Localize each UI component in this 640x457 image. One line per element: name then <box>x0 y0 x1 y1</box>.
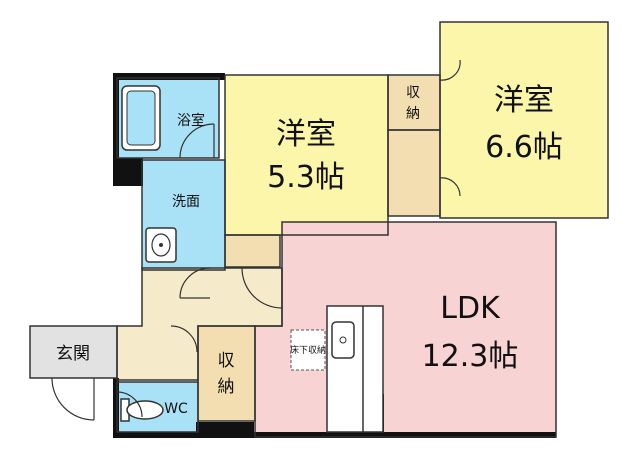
room-entrance <box>30 326 117 378</box>
underfloor-storage-label: 床下収納 <box>290 344 326 356</box>
room-western-5-3 <box>225 75 388 235</box>
bath-label: 浴室 <box>177 112 205 129</box>
storage-top-label-1: 収 <box>406 85 420 101</box>
washroom-label: 洗面 <box>172 194 200 210</box>
ldk-size: 12.3帖 <box>422 339 519 374</box>
room-b-name: 洋室 <box>494 83 554 118</box>
room-ldk <box>255 222 556 437</box>
entrance-label: 玄関 <box>56 344 90 364</box>
storage-mid-label-1: 収 <box>218 351 235 371</box>
corridor <box>117 268 282 380</box>
wall-outlines <box>29 21 609 438</box>
ldk-label: LDK <box>440 291 501 326</box>
room-a-size: 5.3帖 <box>267 160 345 195</box>
closet-right <box>388 130 440 216</box>
room-western-6-6 <box>440 22 608 218</box>
door-swings <box>51 59 461 421</box>
room-a-name: 洋室 <box>276 117 336 152</box>
wc-label: WC <box>164 401 188 417</box>
toilet-icon <box>120 398 164 422</box>
storage-below-room <box>225 235 280 267</box>
storage-mid <box>198 326 255 421</box>
kitchen-sink-icon <box>331 321 355 359</box>
storage-mid-label-2: 納 <box>218 377 235 397</box>
storage-top <box>388 75 440 130</box>
underfloor-storage-hatch <box>290 329 326 371</box>
storage-top-label-2: 納 <box>406 106 420 122</box>
room-b-size: 6.6帖 <box>485 130 563 165</box>
